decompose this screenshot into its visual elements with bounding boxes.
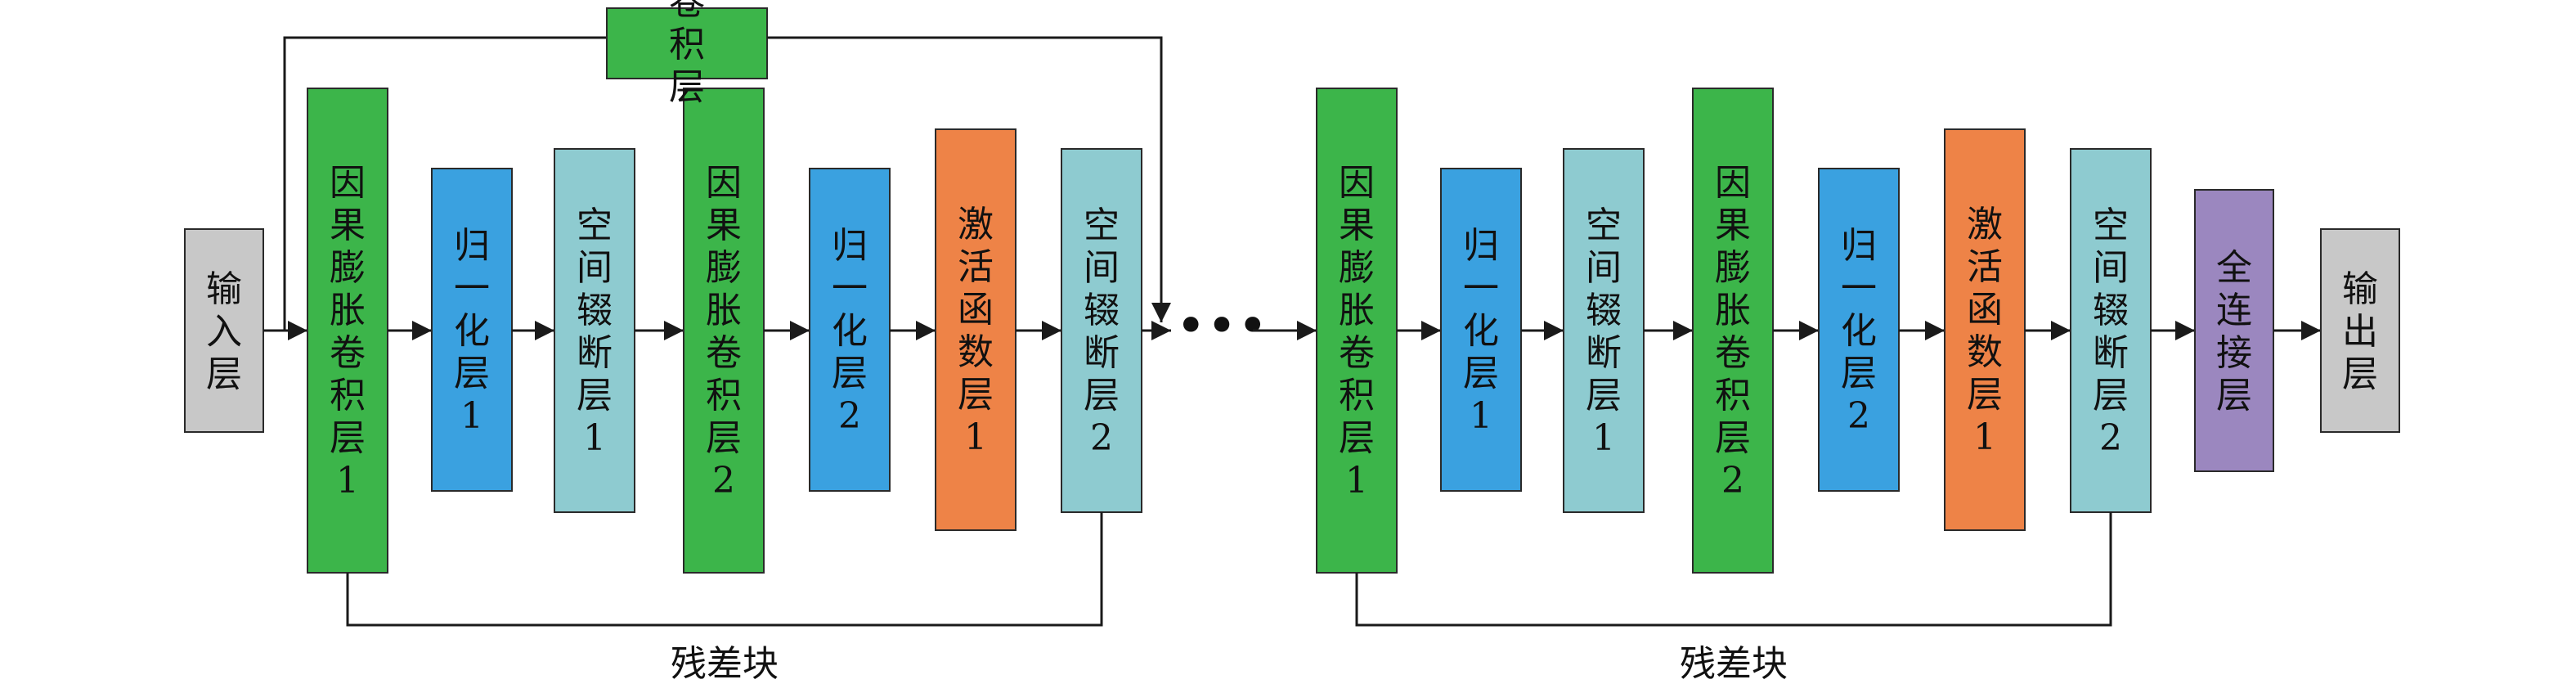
block1-layer4 — [683, 88, 765, 574]
input-layer — [184, 228, 264, 433]
block2-layer2 — [1440, 168, 1522, 492]
block2-layer5 — [1818, 168, 1900, 492]
block2-layer7 — [2070, 148, 2152, 513]
output-layer — [2320, 228, 2400, 433]
block1-layer5 — [809, 168, 891, 492]
input-layer-label: 输入层 — [206, 268, 242, 395]
block1-layer2 — [431, 168, 513, 492]
ellipsis: ••• — [1175, 296, 1268, 357]
output-layer-label: 输出层 — [2342, 268, 2378, 395]
block2-layer4 — [1692, 88, 1774, 574]
block1-caption: 残差块 — [671, 643, 779, 684]
block1-layer7 — [1061, 148, 1142, 513]
block2-residual-bracket — [1355, 512, 2112, 627]
skip-conv-layer — [606, 7, 768, 79]
skip-line-left — [283, 36, 607, 331]
block1-residual-bracket — [346, 512, 1103, 627]
block1-layer3 — [554, 148, 635, 513]
fully-connected-layer-label: 全连接层 — [2216, 247, 2252, 416]
skip-line-right — [767, 36, 1171, 322]
skip-conv-layer-label: 卷积层 — [669, 0, 705, 108]
block2-layer1 — [1316, 88, 1398, 574]
block2-caption: 残差块 — [1680, 643, 1788, 684]
block1-layer1 — [307, 88, 388, 574]
block2-layer3 — [1563, 148, 1645, 513]
